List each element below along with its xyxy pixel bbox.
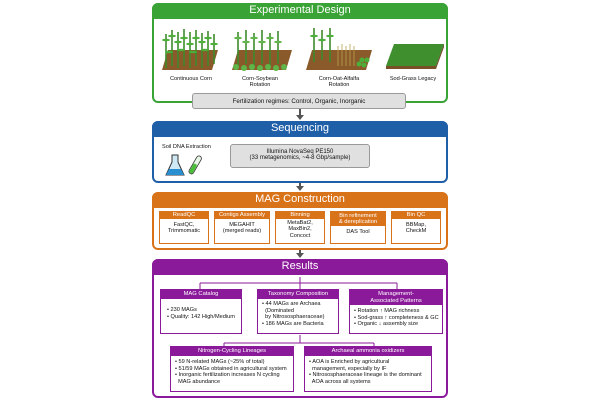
sod-grass-field	[386, 44, 444, 69]
management-line: • Rotation ↑ MAG richness	[354, 308, 420, 314]
system-label-continuous-corn: Continuous Corn	[170, 76, 212, 82]
continuous-corn-field	[162, 29, 218, 70]
nitrogen-line: • Inorganic fertilization increases N cy…	[175, 372, 280, 379]
soil-dna-extraction-label: Soil DNA Extraction	[162, 144, 211, 150]
connector-line	[299, 183, 301, 187]
mag-catalog-line: • 230 MAGs	[167, 307, 197, 313]
taxonomy-line: by Nitrososphaeraceae)	[262, 314, 325, 321]
step-contigs-header: Contigs Assembly	[215, 212, 269, 219]
archaeal-line: • AOA is Enriched by agricultural	[309, 359, 390, 365]
sequencing-title: Sequencing	[152, 121, 448, 137]
mag-construction-title: MAG Construction	[152, 192, 448, 208]
step-bin-refinement-header: Bin refinement & dereplication	[331, 212, 385, 226]
step-readqc-header: ReadQC	[160, 212, 208, 219]
experimental-design-title: Experimental Design	[152, 3, 448, 19]
management-line: • Sod-grass ↑ completeness & GC	[354, 314, 439, 321]
step-bin-qc: Bin QC BBMap, CheckM	[391, 211, 441, 244]
system-label-corn-soybean: Corn-Soybean Rotation	[241, 76, 279, 89]
archaeal-line: management, especially by IF	[309, 365, 387, 372]
archaeal-line: • Nitrososphaeraceae lineage is the domi…	[309, 372, 422, 379]
step-binning-header: Binning	[276, 212, 324, 219]
system-label-corn-oat-alfalfa: Corn-Oat-Alfalfa Rotation	[318, 76, 360, 89]
mag-catalog-header: MAG Catalog	[161, 290, 241, 299]
step-readqc-body: FastQC, Trimmomatic	[167, 222, 201, 235]
nitrogen-header: Nitrogen-Cycling Lineages	[171, 347, 293, 356]
system-label-sod-grass: Sod-Grass Legacy	[389, 76, 437, 82]
step-readqc: ReadQC FastQC, Trimmomatic	[159, 211, 209, 244]
step-bin-refinement-body: DAS Tool	[346, 229, 370, 235]
field-illustrations	[162, 28, 444, 71]
nitrogen-line: • 59 N-related MAGs (~25% of total)	[175, 359, 265, 365]
taxonomy-line: (Dominated	[262, 307, 295, 314]
mag-catalog-line: • Quality: 142 High/Medium	[167, 313, 235, 320]
management-header: Management- Associated Patterns	[350, 290, 442, 305]
management-line: • Organic ↓ assembly size	[354, 321, 419, 328]
management-box: Management- Associated Patterns • Rotati…	[349, 289, 443, 334]
arrow-down-icon	[296, 186, 304, 191]
step-binning-body: MetaBat2, MaxBin2, Concoct	[287, 220, 313, 239]
corn-soybean-field	[232, 30, 292, 71]
corn-oat-alfalfa-field	[306, 28, 372, 70]
arrow-down-icon	[296, 115, 304, 120]
connector-line	[299, 109, 301, 116]
step-bin-qc-header: Bin QC	[392, 212, 440, 219]
results-connectors	[199, 277, 398, 346]
step-contigs-body: MEGAHIT (merged reads)	[222, 222, 262, 235]
archaeal-box: Archaeal ammonia oxidizers • AOA is Enri…	[304, 346, 432, 392]
fertilization-regimes: Fertilization regimes: Control, Organic,…	[192, 93, 406, 109]
taxonomy-box: Taxonomy Composition • 44 MAGs are Archa…	[257, 289, 339, 334]
results-title: Results	[152, 259, 448, 275]
sequencing-platform: Illumina NovaSeq PE150 (33 metagenomics,…	[230, 144, 370, 168]
taxonomy-header: Taxonomy Composition	[258, 290, 338, 299]
nitrogen-line: • 51/59 MAGs obtained in agricultural sy…	[175, 365, 287, 372]
nitrogen-box: Nitrogen-Cycling Lineages • 59 N-related…	[170, 346, 294, 392]
taxonomy-line: • 44 MAGs are Archaea	[262, 301, 321, 307]
step-contigs-assembly: Contigs Assembly MEGAHIT (merged reads)	[214, 211, 270, 244]
step-bin-refinement: Bin refinement & dereplication DAS Tool	[330, 211, 386, 244]
taxonomy-line: • 186 MAGs are Bacteria	[262, 320, 324, 327]
step-bin-qc-body: BBMap, CheckM	[405, 222, 427, 235]
lab-flask-icon	[165, 154, 202, 176]
arrow-down-icon	[296, 253, 304, 258]
archaeal-line: AOA across all systems	[309, 378, 371, 385]
connector-line	[299, 250, 301, 254]
mag-catalog-box: MAG Catalog • 230 MAGs • Quality: 142 Hi…	[160, 289, 242, 334]
archaeal-header: Archaeal ammonia oxidizers	[305, 347, 431, 356]
nitrogen-line: MAG abundance	[175, 378, 221, 385]
step-binning: Binning MetaBat2, MaxBin2, Concoct	[275, 211, 325, 244]
